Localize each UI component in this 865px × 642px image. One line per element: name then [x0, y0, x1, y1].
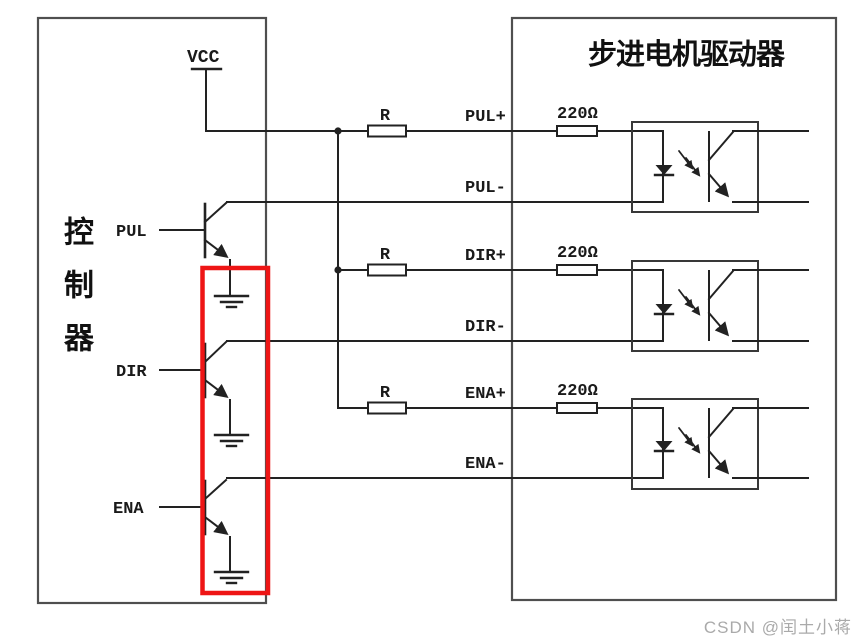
optocoupler-icon — [631, 121, 759, 213]
minus-label: PUL- — [465, 179, 506, 198]
channel-pul: PUL R PUL+ PUL- 220Ω — [116, 105, 809, 309]
plus-label: PUL+ — [465, 108, 506, 127]
driver-box — [510, 16, 838, 602]
controller-title: 控制器 — [58, 216, 93, 375]
collector — [203, 478, 228, 501]
light-arrow-icon — [685, 434, 701, 454]
driver-resistor-label: 220Ω — [557, 244, 598, 263]
channel-dir: DIR R DIR+ DIR- 220Ω — [116, 244, 809, 448]
minus-label: ENA- — [465, 455, 506, 474]
highlight-rectangle — [200, 265, 271, 596]
optocoupler-icon — [631, 398, 759, 490]
phototransistor-emitter — [707, 311, 730, 337]
emitter — [203, 515, 229, 535]
minus-label: DIR- — [465, 318, 506, 337]
light-arrow-icon — [685, 157, 701, 177]
vcc-label: VCC — [187, 48, 220, 68]
phototransistor-collector — [707, 407, 735, 439]
input-label: PUL — [116, 223, 147, 242]
input-label: ENA — [113, 500, 144, 519]
optocoupler-box — [631, 121, 759, 213]
series-resistor-label: R — [380, 384, 391, 403]
collector — [203, 201, 228, 224]
led-icon — [655, 165, 673, 175]
input-label: DIR — [116, 363, 147, 382]
led-icon — [655, 441, 673, 451]
ground-icon — [213, 570, 250, 585]
optocoupler-box — [631, 260, 759, 352]
series-resistor-label: R — [380, 107, 391, 126]
light-arrow-icon — [678, 150, 694, 170]
driver-resistor — [556, 264, 598, 276]
series-resistor — [367, 401, 407, 415]
npn-transistor-icon — [159, 340, 231, 436]
light-arrow-icon — [678, 289, 694, 309]
driver-resistor-label: 220Ω — [557, 382, 598, 401]
npn-transistor-icon — [159, 478, 231, 573]
plus-label: DIR+ — [465, 247, 506, 266]
phototransistor-collector — [707, 269, 735, 301]
driver-title: 步进电机驱动器 — [588, 37, 786, 71]
watermark: CSDN @闰土小蒋 — [703, 618, 852, 637]
npn-transistor-icon — [159, 201, 231, 297]
vcc-symbol — [190, 67, 223, 132]
emitter — [203, 378, 229, 398]
emitter — [203, 238, 229, 258]
series-resistor — [367, 263, 407, 277]
light-arrow-icon — [685, 296, 701, 316]
driver-resistor-label: 220Ω — [557, 105, 598, 124]
phototransistor-emitter — [707, 449, 730, 475]
optocoupler-box — [631, 398, 759, 490]
ground-icon — [213, 294, 250, 309]
channel-ena: ENA R ENA+ ENA- 220Ω — [113, 382, 809, 585]
led-icon — [655, 304, 673, 314]
ground-icon — [213, 433, 250, 448]
driver-resistor — [556, 402, 598, 414]
series-resistor — [367, 124, 407, 138]
phototransistor-collector — [707, 130, 735, 162]
light-arrow-icon — [678, 427, 694, 447]
plus-label: ENA+ — [465, 385, 506, 404]
phototransistor-emitter — [707, 172, 730, 198]
driver-resistor — [556, 125, 598, 137]
collector — [203, 340, 228, 364]
series-resistor-label: R — [380, 246, 391, 265]
optocoupler-icon — [631, 260, 759, 352]
